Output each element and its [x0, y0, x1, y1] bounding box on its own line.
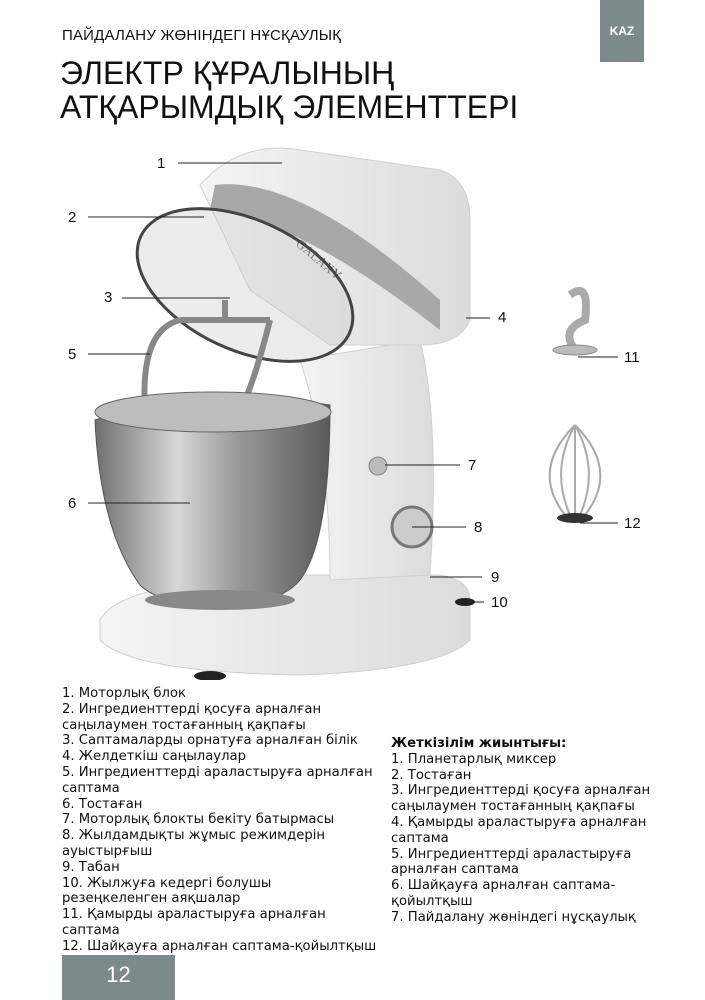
- list-item: 6. Тостаған: [62, 796, 143, 812]
- list-item: 1. Планетарлық миксер: [391, 751, 557, 767]
- callout-11: 11: [624, 349, 640, 366]
- callout-6: 6: [68, 495, 77, 512]
- parts-list: 1. Моторлық блок 2. Ингредиенттерді қосу…: [62, 686, 377, 955]
- stand-mixer-illustration: GALAXY: [88, 147, 618, 681]
- callout-9: 9: [491, 569, 500, 586]
- list-item: 10. Жылжуға кедергі болушы резеңкеленген…: [62, 875, 272, 907]
- list-item: 3. Саптамаларды орнатуға арналған білік: [62, 733, 358, 749]
- list-item: 6. Шайқауға арналған саптама-қойылтқыш: [391, 878, 616, 909]
- callout-5: 5: [68, 346, 77, 363]
- callout-10: 10: [491, 594, 508, 611]
- callout-12: 12: [624, 515, 641, 532]
- list-item: 1. Моторлық блок: [62, 686, 186, 701]
- list-item: 5. Ингредиенттерді араластыруға арналған…: [62, 764, 373, 796]
- list-item: 8. Жылдамдықты жұмыс режимдерін ауыстырғ…: [62, 828, 326, 859]
- list-item: 2. Тостаған: [391, 767, 472, 783]
- page-title: ЭЛЕКТР ҚҰРАЛЫНЫҢ АТҚАРЫМДЫҚ ЭЛЕМЕНТТЕРІ: [60, 55, 519, 125]
- mixer-diagram: GALAXY: [0, 140, 705, 681]
- list-item: 7. Пайдалану жөніндегі нұсқаулық: [391, 909, 636, 925]
- list-item: 4. Желдеткіш саңылаулар: [62, 749, 246, 765]
- callout-3: 3: [104, 289, 113, 306]
- package-contents-list: Жеткізілім жиынтығы: 1. Планетарлық микс…: [391, 736, 653, 926]
- list-item: 5. Ингредиенттерді араластыруға арналған…: [391, 846, 632, 878]
- list-item: 2. Ингредиенттерді қосуға арналған саңыл…: [62, 701, 322, 733]
- callout-1: 1: [157, 155, 166, 172]
- section-header: ПАЙДАЛАНУ ЖӨНІНДЕГІ НҰСҚАУЛЫҚ: [62, 27, 342, 44]
- callout-8: 8: [474, 519, 483, 536]
- list-item: 11. Қамырды араластыруға арналған саптам…: [62, 907, 326, 938]
- callout-2: 2: [68, 209, 77, 226]
- list-item: 7. Моторлық блокты бекіту батырмасы: [62, 812, 335, 828]
- list-item: 3. Ингредиенттерді қосуға арналған саңыл…: [391, 783, 651, 815]
- callout-7: 7: [468, 457, 477, 474]
- list-item: 9. Табан: [62, 859, 120, 875]
- language-badge: KAZ: [600, 0, 644, 62]
- list-item: 12. Шайқауға арналған саптама-қойылтқыш: [62, 938, 377, 954]
- list-item: 4. Қамырды араластыруға арналған саптама: [391, 814, 647, 846]
- package-heading: Жеткізілім жиынтығы:: [391, 736, 567, 751]
- callout-4: 4: [498, 309, 507, 326]
- page-number: 12: [62, 955, 175, 1000]
